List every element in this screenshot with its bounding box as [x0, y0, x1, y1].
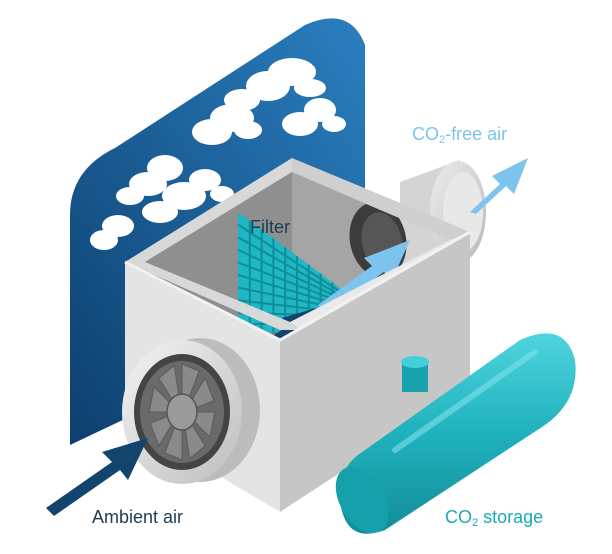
ambient-air-arrow	[46, 438, 148, 516]
co2-free-subscript: 2	[439, 134, 446, 146]
co2-storage-suffix: storage	[478, 507, 544, 527]
cloud-icon	[142, 169, 234, 223]
cloud-icon	[192, 104, 262, 145]
co2-free-air-arrow	[470, 158, 528, 214]
co2-storage-subscript: 2	[472, 517, 479, 529]
fan-icon	[122, 338, 260, 484]
tank-icon	[335, 333, 576, 534]
filtered-air-inner-arrow	[318, 240, 410, 312]
cloud-icon	[116, 155, 183, 205]
cloud-icon	[282, 98, 346, 136]
cloud-icon	[224, 58, 326, 111]
co2-free-air-label: CO2-free air	[412, 125, 507, 146]
co2-free-suffix: -free air	[445, 124, 508, 144]
cloud-icon	[90, 215, 134, 250]
co2-free-prefix: CO	[412, 124, 439, 144]
filter-label: Filter	[250, 217, 290, 237]
ambient-air-label: Ambient air	[92, 507, 184, 527]
co2-storage-prefix: CO	[445, 507, 472, 527]
co2-storage-label: CO2 storage	[445, 508, 543, 529]
